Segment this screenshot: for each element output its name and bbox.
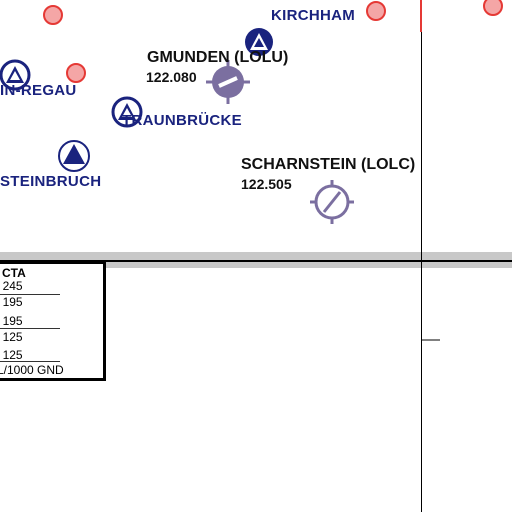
place-label-traunbruecke: TRAUNBRÜCKE	[122, 112, 242, 129]
town-triangle-icon[interactable]	[0, 59, 31, 91]
town-triangle-icon[interactable]	[58, 140, 90, 172]
reporting-point-icon[interactable]	[66, 63, 86, 83]
airfield-frequency-gmunden: 122.080	[146, 69, 197, 85]
town-triangle-icon[interactable]	[111, 96, 143, 128]
cta-info-box: CTA L 245 L 195 L 195 L 125 L 125 SL/100…	[0, 261, 106, 381]
cta-row: L 125	[0, 330, 23, 344]
cta-row: L 195	[0, 295, 23, 309]
reporting-point-icon[interactable]	[366, 1, 386, 21]
place-label-kirchham: KIRCHHAM	[271, 7, 356, 24]
cta-divider	[0, 328, 60, 329]
town-triangle-icon[interactable]	[245, 28, 273, 56]
cta-row: L 245	[0, 279, 23, 293]
cta-divider	[0, 361, 60, 362]
cta-row: SL/1000 GND	[0, 363, 64, 377]
airfield-icon[interactable]	[310, 180, 354, 224]
reporting-point-icon[interactable]	[43, 5, 63, 25]
place-label-regau: IN-REGAU	[0, 82, 77, 99]
airfield-frequency-scharnstein: 122.505	[241, 176, 292, 192]
airfield-name-gmunden: GMUNDEN (LOLU)	[147, 49, 289, 66]
reporting-point-icon[interactable]	[483, 0, 503, 16]
cta-title: CTA	[2, 266, 26, 280]
cta-divider	[0, 294, 60, 295]
airfield-name-scharnstein: SCHARNSTEIN (LOLC)	[241, 156, 416, 173]
cta-row: L 125	[0, 348, 23, 362]
cta-row: L 195	[0, 314, 23, 328]
airfield-icon[interactable]	[206, 60, 250, 104]
place-label-steinbruch: STEINBRUCH	[0, 173, 102, 190]
